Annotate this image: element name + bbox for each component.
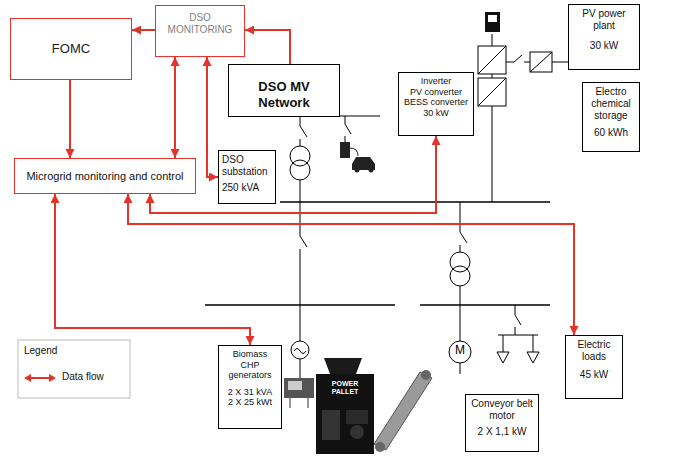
node-detail: 250 kVA (222, 182, 259, 194)
node-title: FOMC (52, 41, 90, 56)
legend-entry: Data flow (62, 371, 104, 383)
node-title: PV power plant (578, 8, 630, 32)
substation-box: DSO substation 250 kVA (218, 150, 276, 204)
node-title: DSO MV Network (236, 79, 332, 110)
pv-plant-box: PV power plant 30 kW (568, 4, 640, 70)
data-flow-arrow (207, 57, 218, 177)
storage-box: Electro chemical storage 60 kWh (582, 82, 640, 152)
data-flow-arrow (245, 30, 290, 64)
network-box: DSO MV Network (228, 64, 340, 117)
monitoring-box: DSO MONITORING (155, 5, 245, 57)
motor-box: Conveyor belt motor 2 X 1,1 kW (465, 394, 539, 452)
node-detail: 2 X 1,1 kW (478, 426, 527, 438)
node-detail: 30 kW (590, 40, 618, 52)
legend-title: Legend (24, 345, 104, 357)
loads-box: Electric loads 45 kW (565, 335, 623, 399)
chp-box: Biomass CHP generators 2 X 31 kVA 2 X 25 … (218, 345, 282, 429)
node-title: Biomass CHP generators (222, 349, 278, 381)
node-title: Conveyor belt motor (469, 398, 535, 422)
data-flow-arrow (55, 194, 250, 345)
data-flow-arrow (128, 194, 574, 335)
fomc-box: FOMC (10, 18, 132, 80)
data-flow-arrow (132, 29, 155, 31)
node-detail: PV converter BESS converter 30 kW (402, 87, 470, 119)
node-detail: 60 kWh (594, 127, 628, 139)
data-flow-arrow (174, 57, 176, 158)
node-title: DSO substation (222, 154, 272, 178)
node-title: DSO MONITORING (165, 12, 235, 36)
motor-symbol-letter: M (449, 344, 471, 358)
node-title: Inverter (421, 76, 452, 87)
node-detail: 45 kW (580, 369, 608, 381)
inverter-box: InverterPV converter BESS converter 30 k… (398, 72, 474, 136)
node-detail: 2 X 31 kVA 2 X 25 kWt (225, 387, 275, 408)
node-title: Microgrid monitoring and control (26, 170, 183, 183)
node-title: Electro chemical storage (586, 86, 636, 121)
machine-brand: POWER PALLET (318, 380, 372, 396)
data-flow-arrow (69, 80, 71, 158)
control-box: Microgrid monitoring and control (14, 158, 196, 194)
node-title: Electric loads (571, 339, 617, 363)
